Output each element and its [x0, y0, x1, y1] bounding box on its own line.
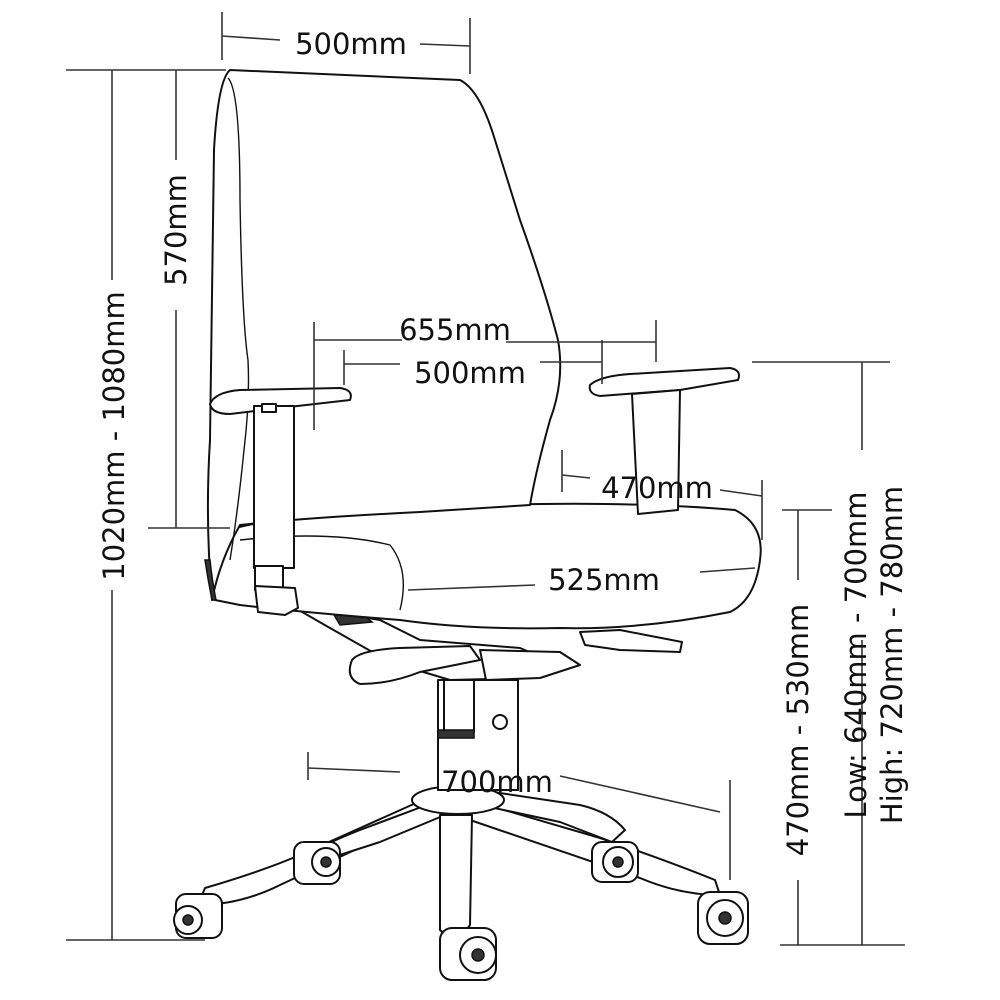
- backrest-height-label: 570mm: [159, 174, 193, 286]
- overall-height-label: 1020mm - 1080mm: [97, 291, 131, 581]
- chair-casters: [173, 841, 749, 981]
- dimension-lines: [66, 12, 905, 946]
- gas-lift: [437, 679, 519, 791]
- right-armrest: [588, 367, 740, 515]
- armrest-outer-width-label: 655mm: [399, 313, 511, 347]
- seat-width-label: 525mm: [548, 563, 660, 597]
- seat-height-label: 470mm - 530mm: [781, 604, 815, 857]
- dimension-labels: 500mm 570mm 1020mm - 1080mm 655mm 500mm …: [97, 27, 909, 856]
- base-width-label: 700mm: [441, 765, 553, 799]
- armrest-inner-width-label: 500mm: [414, 356, 526, 390]
- chair-illustration: [173, 69, 762, 981]
- backrest-width-label: 500mm: [295, 27, 407, 61]
- armrest-height-high-label: High: 720mm - 780mm: [875, 486, 909, 824]
- seat-mechanism: [289, 604, 683, 685]
- seat-depth-label: 470mm: [601, 471, 713, 505]
- left-armrest: [209, 387, 352, 616]
- chair-base: [197, 785, 721, 939]
- armrest-height-low-label: Low: 640mm - 700mm: [839, 491, 873, 818]
